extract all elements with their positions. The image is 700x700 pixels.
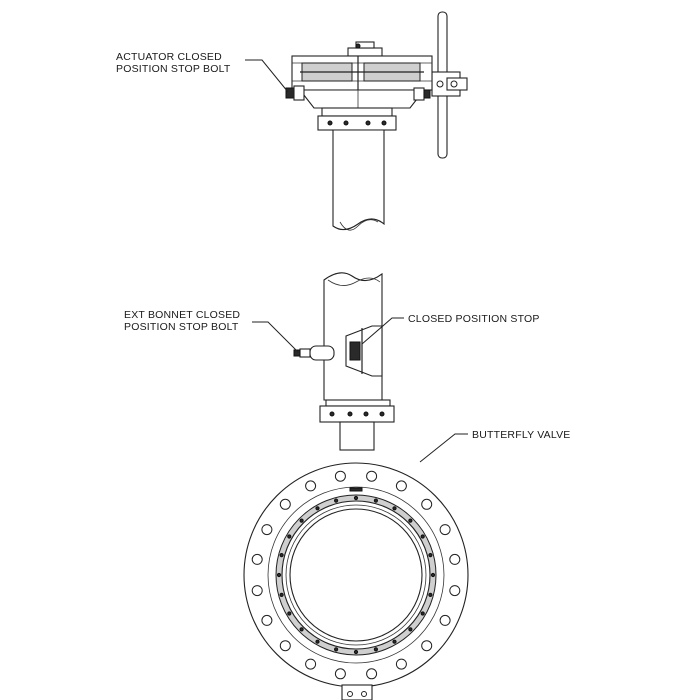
seat-ring-bolts <box>276 495 436 655</box>
pipe-break-line-lower <box>327 277 381 286</box>
pipe-break-line <box>339 219 379 231</box>
seat-retainer-bolt <box>315 639 320 644</box>
seat-retainer-bolt <box>353 649 359 655</box>
bonnet-flange-bolt <box>329 411 335 417</box>
flange-bolt <box>381 120 387 126</box>
seat-retainer-bolt <box>392 639 397 644</box>
valve-top-marker <box>349 487 363 492</box>
seat-retainer-bolt <box>430 572 436 578</box>
actuator-flange-top <box>321 107 393 117</box>
seat-retainer-bolt <box>334 498 339 503</box>
flange-bolt-hole <box>279 498 291 510</box>
valve-bore <box>289 508 423 642</box>
label-actuator-line2: POSITION STOP BOLT <box>116 63 231 75</box>
extension-bonnet <box>293 272 395 451</box>
seat-retainer-bolt <box>315 506 320 511</box>
label-bonnet-line1: EXT BONNET CLOSED <box>124 309 240 321</box>
actuator-stop-bolt-body <box>293 85 305 101</box>
label-closed-stop: CLOSED POSITION STOP <box>408 313 540 325</box>
flange-bolt-hole <box>395 480 407 492</box>
flange-bolt-hole <box>366 668 378 680</box>
flange-bolt-hole <box>305 480 317 492</box>
seat-retainer-bolt <box>373 498 378 503</box>
hub-bolt <box>450 80 458 88</box>
trunnion-bolt <box>347 691 353 697</box>
closed-position-stop <box>345 325 383 377</box>
bonnet-flange-top <box>325 399 391 407</box>
flange-bolt-hole <box>261 524 273 536</box>
seat-retainer-bolt <box>279 553 284 558</box>
flange-bolt-hole <box>449 553 461 565</box>
bonnet-flange-bolt <box>363 411 369 417</box>
seat-retainer-bolt <box>420 534 425 539</box>
flange-bolt-hole <box>261 614 273 626</box>
seat-retainer-bolt <box>408 627 413 632</box>
actuator-stop-bolt <box>285 87 295 99</box>
seat-retainer-bolt <box>408 518 413 523</box>
flange-bolt <box>365 120 371 126</box>
leader-bonnet <box>252 321 299 353</box>
gearbox-cap <box>347 47 383 57</box>
flange-bolt-hole <box>279 640 291 652</box>
cap-screw <box>355 43 361 49</box>
seat-retainer-bolt <box>373 647 378 652</box>
flange-bolt-hole <box>449 585 461 597</box>
bonnet-stop-bolt-body <box>309 345 335 361</box>
seat-retainer-bolt <box>287 611 292 616</box>
flange-bolt-hole <box>421 640 433 652</box>
leader-butterfly <box>419 433 468 463</box>
valve-flange-inner-edge <box>267 486 445 664</box>
flange-bolt-hole <box>395 658 407 670</box>
bottom-trunnion <box>341 684 373 700</box>
flange-bolt-hole <box>421 498 433 510</box>
actuator-stop-bolt-right-head <box>423 89 431 99</box>
flange-bolt-hole <box>439 524 451 536</box>
flange-bolt-hole <box>334 470 346 482</box>
flange-bolt-hole <box>439 614 451 626</box>
flange-bolt-hole <box>251 585 263 597</box>
flange-bolt <box>327 120 333 126</box>
seat-retainer-bolt <box>276 572 282 578</box>
seat-retainer-bolt <box>428 592 433 598</box>
flange-bolt-hole <box>305 658 317 670</box>
valve-neck <box>339 421 375 451</box>
labels: ACTUATOR CLOSED POSITION STOP BOLT EXT B… <box>116 51 571 441</box>
hub-bolt <box>436 80 444 88</box>
leader-lines <box>245 59 468 463</box>
extension-pipe-upper <box>332 129 385 231</box>
butterfly-valve <box>243 462 469 700</box>
flange-bolt <box>343 120 349 126</box>
label-actuator-line1: ACTUATOR CLOSED <box>116 51 222 63</box>
seat-retainer-bolt <box>279 592 284 598</box>
bonnet-stop-bolt-head <box>293 349 301 357</box>
actuator-stop-bolt-right <box>413 87 425 101</box>
seat-retainer-bolt <box>299 518 304 523</box>
label-bonnet-line2: POSITION STOP BOLT <box>124 321 239 333</box>
seat-retainer-bolt <box>299 627 304 632</box>
trunnion-bolt <box>361 691 367 697</box>
flange-bolt-hole <box>366 470 378 482</box>
valve-bore-edge <box>285 504 427 646</box>
label-butterfly-valve: BUTTERFLY VALVE <box>472 429 571 441</box>
gearbox-lower <box>298 89 426 109</box>
seat-retainer-bolt <box>353 495 359 501</box>
bonnet-stop-bolt-nut <box>299 348 311 358</box>
seat-retainer-bolt <box>420 611 425 616</box>
leader-actuator <box>245 59 289 93</box>
seat-retainer-bolt <box>287 534 292 539</box>
bonnet-flange-bolt <box>379 411 385 417</box>
stop-insert <box>349 341 361 361</box>
flange-bolt-hole <box>334 668 346 680</box>
seat-retainer-bolt <box>334 647 339 652</box>
actuator-assembly <box>285 11 468 231</box>
bonnet-flange-bolt <box>347 411 353 417</box>
seat-retainer-bolt <box>428 553 433 558</box>
seat-retainer-bolt <box>392 506 397 511</box>
flange-bolt-hole <box>251 553 263 565</box>
flange-bolt-holes <box>251 470 461 680</box>
leader-closed-stop <box>361 317 404 345</box>
